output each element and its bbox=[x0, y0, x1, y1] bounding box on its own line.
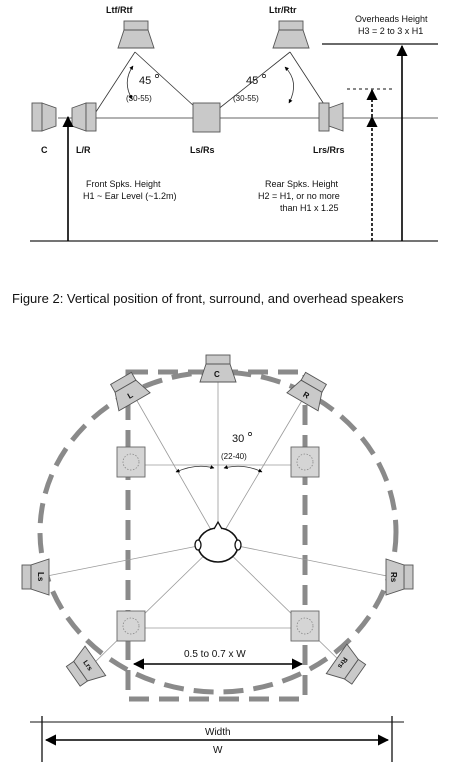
speaker-ls: Ls bbox=[21, 558, 50, 596]
inner-width-label: 0.5 to 0.7 x W bbox=[184, 649, 246, 660]
speaker-center: C bbox=[199, 354, 237, 383]
angle-range: (22-40) bbox=[221, 452, 247, 461]
angle-degree bbox=[248, 432, 252, 436]
speaker-right: R bbox=[286, 371, 328, 412]
horizontal-layout-figure: C L R Ls Rs Lrs bbox=[21, 354, 414, 762]
speaker-ltf-rtf bbox=[117, 20, 155, 49]
speaker-lr bbox=[71, 102, 97, 132]
speaker-left: L bbox=[109, 371, 151, 412]
speaker-c-label: C bbox=[214, 370, 220, 379]
rear-overhead-guide bbox=[206, 51, 291, 119]
label-lr: L/R bbox=[76, 145, 91, 155]
speaker-r-label: R bbox=[301, 390, 311, 401]
label-ltf-rtf: Ltf/Rtf bbox=[106, 5, 133, 15]
speaker-c bbox=[31, 102, 57, 132]
speaker-lrs-rrs bbox=[318, 102, 344, 132]
speaker-ltr-rtr bbox=[272, 20, 310, 49]
right-angle-range: (30-55) bbox=[233, 94, 259, 103]
front-height-title: Front Spks. Height bbox=[86, 179, 161, 189]
overheads-height-title: Overheads Height bbox=[355, 14, 428, 24]
width-symbol: W bbox=[213, 745, 223, 756]
overheads-height-formula: H3 = 2 to 3 x H1 bbox=[358, 26, 423, 36]
rear-height-title: Rear Spks. Height bbox=[265, 179, 339, 189]
angle-value: 30 bbox=[232, 433, 244, 445]
figure-caption: Figure 2: Vertical position of front, su… bbox=[12, 291, 404, 306]
rear-height-formula-1: H2 = H1, or no more bbox=[258, 191, 340, 201]
speaker-rs: Rs bbox=[385, 558, 414, 596]
left-angle-degree bbox=[155, 74, 159, 78]
speaker-lrs: Lrs bbox=[65, 645, 107, 687]
surround-square-speakers bbox=[116, 446, 320, 642]
listener-guides bbox=[41, 370, 393, 666]
speaker-rrs: Rrs bbox=[325, 643, 367, 685]
label-c: C bbox=[41, 145, 48, 155]
rear-height-formula-2: than H1 x 1.25 bbox=[280, 203, 339, 213]
width-label: Width bbox=[205, 727, 231, 738]
front-overhead-guide bbox=[91, 51, 136, 119]
left-angle-value: 45 bbox=[139, 75, 151, 87]
label-ltr-rtr: Ltr/Rtr bbox=[269, 5, 297, 15]
speaker-rs-label: Rs bbox=[389, 572, 398, 583]
left-angle-range: (30-55) bbox=[126, 94, 152, 103]
right-angle-value: 45 bbox=[246, 75, 258, 87]
label-ls-rs: Ls/Rs bbox=[190, 145, 215, 155]
speaker-ls-rs bbox=[192, 102, 221, 133]
right-angle-arc bbox=[284, 66, 294, 104]
inner-rectangle bbox=[125, 369, 308, 702]
speaker-l-label: L bbox=[126, 390, 135, 400]
label-lrs-rrs: Lrs/Rrs bbox=[313, 145, 345, 155]
speaker-ls-label: Ls bbox=[36, 572, 45, 582]
center-left-angle-arc bbox=[175, 465, 215, 473]
center-right-angle-arc bbox=[223, 465, 263, 473]
front-height-formula: H1 ~ Ear Level (~1.2m) bbox=[83, 191, 177, 201]
listener-head bbox=[194, 520, 242, 563]
right-angle-degree bbox=[262, 74, 266, 78]
left-angle-arc bbox=[126, 65, 134, 100]
vertical-position-figure: Ltf/Rtf Ltr/Rtr C L/R Ls/Rs Lrs/Rrs 45 (… bbox=[30, 5, 438, 242]
